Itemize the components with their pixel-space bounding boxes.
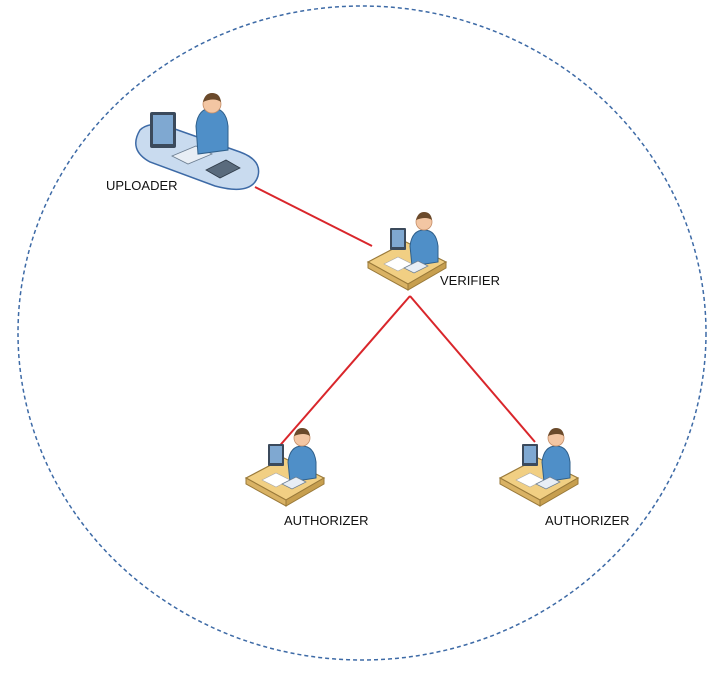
authorizer-left-label: AUTHORIZER: [284, 513, 369, 528]
authorizer-right-label: AUTHORIZER: [545, 513, 630, 528]
authorizer-left-node: AUTHORIZER: [245, 427, 369, 528]
boundary-circle: [17, 5, 707, 661]
link-uploader-verifier: [254, 186, 373, 247]
authorizer-right-node: AUTHORIZER: [499, 427, 630, 528]
link-verifier-authorizer-right: [409, 295, 536, 443]
link-verifier-authorizer-left: [275, 295, 411, 451]
verifier-label: VERIFIER: [440, 273, 500, 288]
user-workstation-icon: [135, 93, 260, 191]
uploader-label: UPLOADER: [106, 178, 178, 193]
user-at-desk-icon: [367, 211, 447, 291]
user-at-desk-icon: [499, 427, 579, 507]
verifier-node: VERIFIER: [367, 211, 500, 291]
uploader-node: UPLOADER: [106, 93, 260, 193]
